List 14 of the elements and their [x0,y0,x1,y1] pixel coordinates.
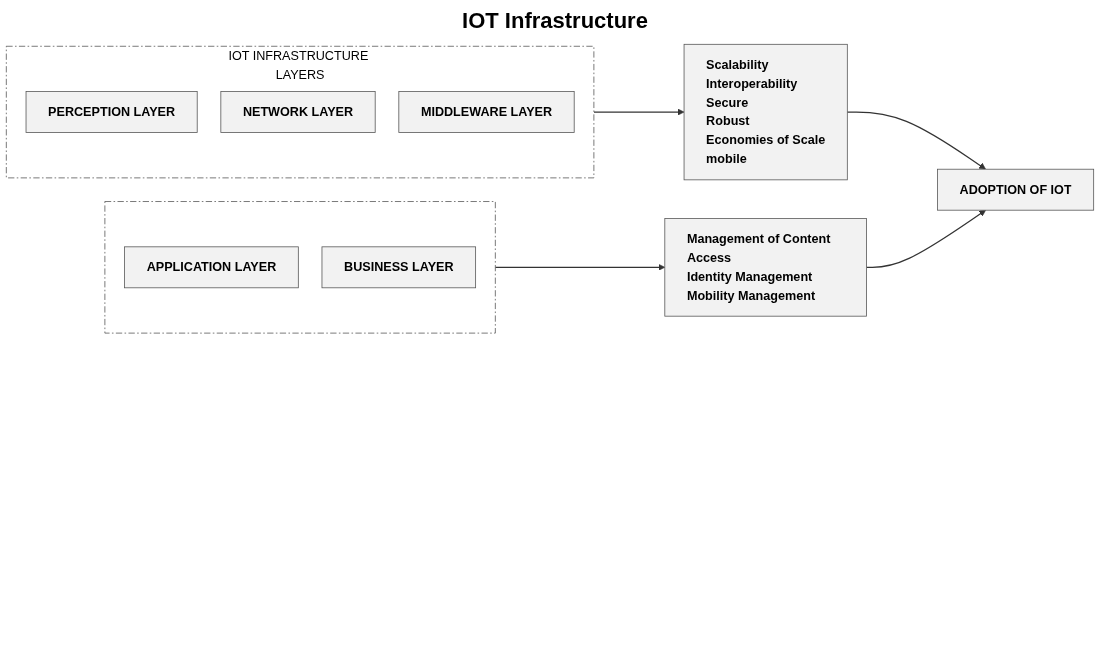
arrow [865,209,986,268]
cluster [104,201,496,334]
node-box: Management of Content Access Identity Management Mobility Management [664,218,867,317]
node-box: PERCEPTION LAYER [25,91,198,133]
node-box: Scalability Interoperability Secure Robust Economies of Scale mobile [683,43,848,181]
arrow [494,263,666,271]
node-box: NETWORK LAYER [220,91,376,133]
node-box: ADOPTION OF IOT [937,168,1095,211]
arrow [593,108,685,116]
diagram-title: IOT Infrastructure [461,8,649,34]
node-box: MIDDLEWARE LAYER [398,91,575,133]
node-box: APPLICATION LAYER [124,246,299,289]
arrow [846,111,986,170]
node-box: BUSINESS LAYER [321,246,477,289]
